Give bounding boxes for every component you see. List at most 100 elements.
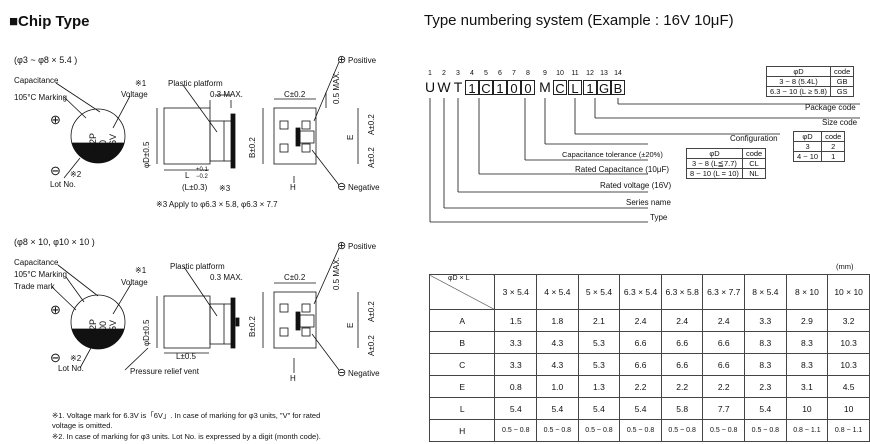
code-char: 0 [507, 80, 521, 96]
dim-c-1: C±0.2 [284, 90, 306, 99]
can-text-1b: 10 [98, 140, 108, 150]
table-cell: 0.5 ~ 0.8 [702, 419, 746, 442]
position-number: 3 [456, 70, 460, 77]
row-label: A [428, 309, 496, 332]
label-voltage-1: Voltage [121, 90, 148, 99]
mini-header: code [821, 131, 846, 142]
label-negative-2: Negative [348, 369, 380, 378]
plus-mark-2: ⊕ [50, 302, 61, 317]
table-cell: 5.3 [577, 331, 621, 354]
table-cell: 10 [827, 397, 870, 420]
mini-header: φD [686, 148, 743, 159]
row-label: B [428, 331, 496, 354]
footnote-1: ※1. Voltage mark for 6.3V is「6V」. In cas… [52, 411, 321, 420]
negative-icon: ⊖ [337, 367, 347, 379]
table-cell: 1.8 [536, 309, 579, 332]
position-number: 6 [498, 70, 502, 77]
code-char: T [453, 79, 463, 95]
table-cell: 2.4 [702, 309, 746, 332]
table-cell: 3.3 [494, 353, 538, 376]
column-header: 6.3 × 7.7 [702, 274, 746, 310]
code-char: C [479, 80, 493, 96]
table-cell: 6.6 [619, 331, 662, 354]
footnote-2: ※2. In case of marking for φ3 units. Lot… [52, 432, 321, 441]
mini-header: φD [766, 66, 831, 77]
position-number: 9 [543, 70, 547, 77]
section-title: ■Chip Type [9, 13, 90, 30]
table-cell: 8.3 [744, 331, 787, 354]
code-char: 1 [465, 80, 479, 96]
table-cell: 4.3 [536, 353, 579, 376]
table-cell: 6.6 [660, 353, 704, 376]
can-front-view-1 [273, 107, 317, 165]
label-lot-no-1: Lot No. [50, 180, 76, 189]
label-capacitance-2: Capacitance [14, 258, 59, 267]
position-number: 5 [484, 70, 488, 77]
mini-cell: 3 ~ 8 (L≦7.7) [686, 158, 743, 169]
position-number: 8 [526, 70, 530, 77]
dim-h-2: H [290, 374, 296, 383]
can-text-2c: 35V [108, 320, 118, 336]
column-header: 10 × 10 [827, 274, 870, 310]
table-cell: 5.4 [494, 397, 538, 420]
position-number: 12 [586, 70, 594, 77]
label-cap-tolerance: Capacitance tolerance (±20%) [562, 150, 663, 159]
position-number: 1 [428, 70, 432, 77]
plus-mark-1: ⊕ [50, 112, 61, 127]
code-char: L [568, 80, 582, 96]
label-capacitance-1: Capacitance [14, 76, 59, 85]
label-configuration: Configuration [730, 134, 778, 143]
mini-cell: 6.3 ~ 10 (L ≥ 5.8) [766, 86, 831, 97]
can-text-2: A2P [88, 319, 98, 336]
table-cell: 5.4 [619, 397, 662, 420]
column-header: 8 × 10 [785, 274, 829, 310]
minus-mark-2: ⊖ [50, 350, 61, 365]
mini-header: code [741, 148, 767, 159]
label-trade-mark-2: Trade mark [14, 282, 55, 291]
mini-cell: 8 ~ 10 (L = 10) [686, 168, 743, 179]
table-cell: 8.3 [785, 331, 829, 354]
table-cell: 2.2 [702, 375, 746, 398]
mini-cell: 3 [792, 141, 823, 152]
note2-mark-1: ※2 [70, 170, 82, 179]
positive-icon: ⊕ [337, 54, 347, 66]
table-cell: 5.4 [536, 397, 579, 420]
column-header: 8 × 5.4 [744, 274, 787, 310]
label-marking-temp-2: 105°C Marking [14, 270, 67, 279]
table-cell: 2.4 [660, 309, 704, 332]
table-cell: 10 [785, 397, 829, 420]
table-cell: 5.4 [744, 397, 787, 420]
code-char: 0 [521, 80, 535, 96]
table-cell: 6.6 [619, 353, 662, 376]
position-number: 4 [470, 70, 474, 77]
can-text-2b: 100 [98, 321, 108, 336]
column-header: 6.3 × 5.4 [619, 274, 662, 310]
code-char: G [597, 80, 611, 96]
table-cell: 0.5 ~ 0.8 [494, 419, 538, 442]
note3-mark-1: ※3 [219, 184, 231, 193]
note1-mark-2: ※1 [135, 266, 147, 275]
table-cell: 0.5 ~ 0.8 [744, 419, 787, 442]
table-cell: 5.8 [660, 397, 704, 420]
label-package-code: Package code [805, 103, 856, 112]
can-front-view-2 [273, 291, 317, 349]
mini-cell: CL [741, 158, 767, 169]
table-cell: 10.3 [827, 331, 870, 354]
position-number: 10 [556, 70, 564, 77]
type-numbering-title: Type numbering system (Example : 16V 10μ… [424, 12, 734, 29]
label-marking-temp-1: 105°C Marking [14, 93, 67, 102]
table-cell: 0.8 ~ 1.1 [827, 419, 870, 442]
can-side-view-1 [163, 107, 211, 165]
dim-c-2: C±0.2 [284, 273, 306, 282]
label-positive-1: Positive [348, 56, 377, 65]
dim-unit: (mm) [836, 262, 854, 271]
table-cell: 4.3 [536, 331, 579, 354]
footnote-1b: voltage is omitted. [52, 421, 113, 430]
column-header: 6.3 × 5.8 [660, 274, 704, 310]
size-range-1: (φ3 ~ φ8 × 5.4 ) [14, 55, 78, 65]
table-cell: 0.5 ~ 0.8 [660, 419, 704, 442]
column-header: 3 × 5.4 [494, 274, 538, 310]
